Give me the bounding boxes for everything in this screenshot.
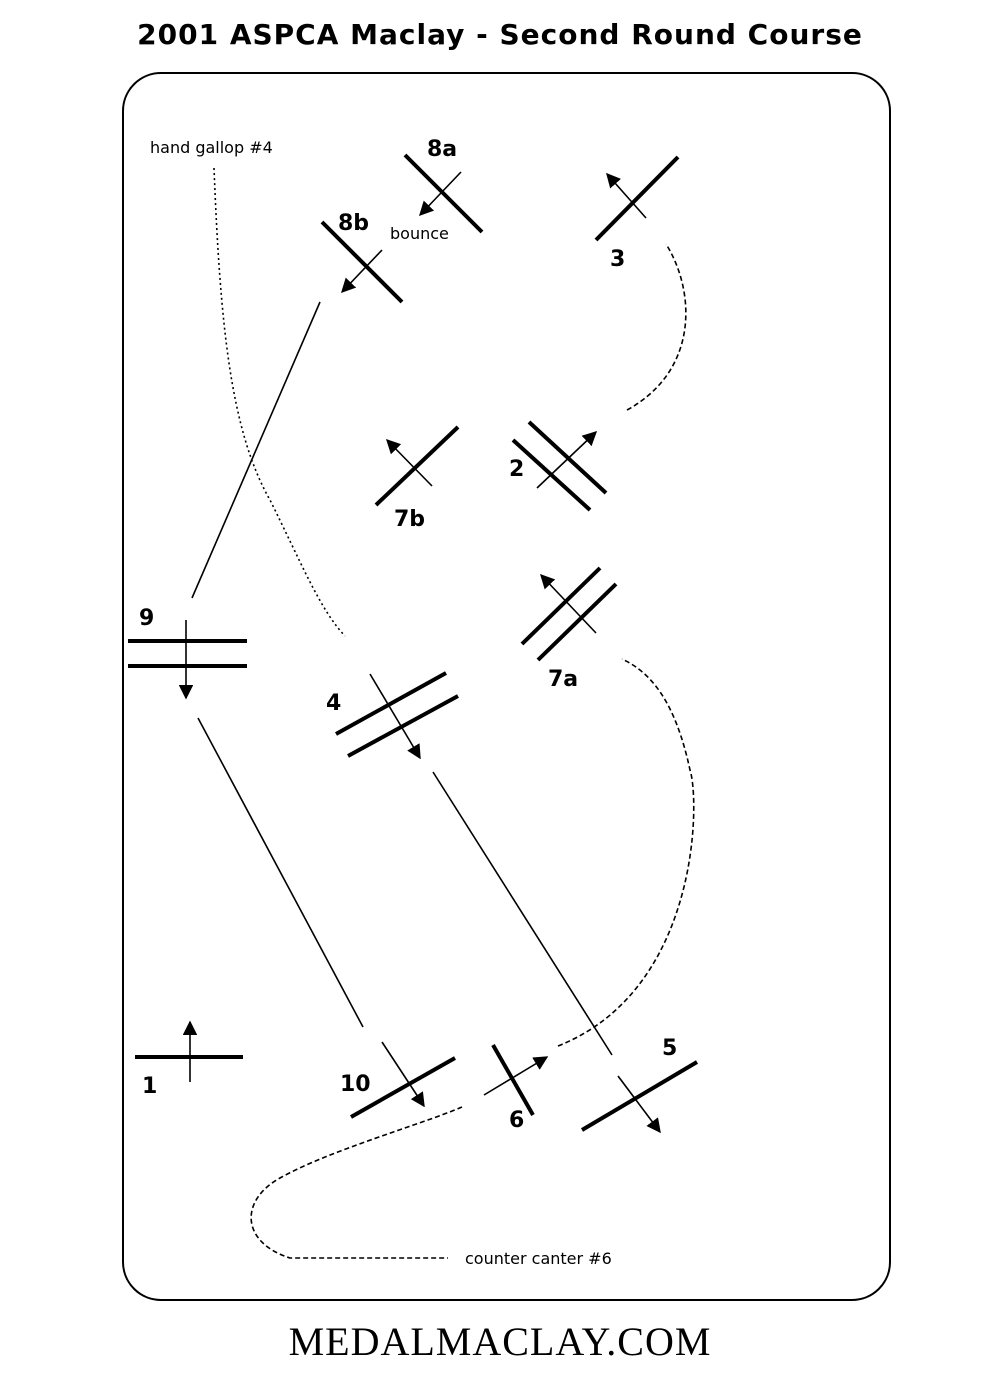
- fence-1: [135, 1020, 243, 1082]
- fence-5: [580, 1060, 699, 1134]
- note-counter-canter: counter canter #6: [465, 1249, 612, 1268]
- fence-label-3: 3: [610, 247, 625, 272]
- fence-4: [335, 671, 459, 760]
- fence-6: [483, 1044, 549, 1116]
- arena-border: [122, 72, 891, 1301]
- fence-label-7b: 7b: [394, 507, 425, 532]
- fence-3: [594, 155, 680, 242]
- fence-label-9: 9: [139, 606, 154, 631]
- track-9-to-10: [197, 717, 364, 1028]
- track-6-to-7a: [557, 658, 695, 1047]
- fence-label-4: 4: [326, 691, 341, 716]
- fence-label-7a: 7a: [548, 667, 578, 692]
- track-hand-gallop: [213, 167, 346, 637]
- track-counter-canter: [250, 1106, 463, 1259]
- fence-label-5: 5: [662, 1036, 677, 1061]
- page-title: 2001 ASPCA Maclay - Second Round Course: [137, 18, 863, 51]
- note-bounce: bounce: [390, 224, 449, 243]
- fence-8b: [320, 220, 404, 304]
- fence-9: [128, 620, 247, 700]
- fence-label-10: 10: [340, 1072, 371, 1097]
- track-4-to-5: [432, 771, 613, 1056]
- fence-label-1: 1: [142, 1074, 157, 1099]
- track-2-to-3: [626, 243, 687, 411]
- fence-8a: [403, 153, 484, 234]
- fence-2: [511, 420, 608, 512]
- fence-label-2: 2: [509, 457, 524, 482]
- track-7b-to-8b-9: [191, 301, 321, 599]
- fence-10: [350, 1041, 456, 1119]
- fence-label-8a: 8a: [427, 137, 457, 162]
- note-hand-gallop: hand gallop #4: [150, 138, 273, 157]
- fence-7a: [520, 566, 618, 662]
- fence-label-6: 6: [509, 1108, 524, 1133]
- site-footer: MEDALMACLAY.COM: [288, 1319, 712, 1364]
- fence-label-8b: 8b: [338, 211, 369, 236]
- fence-7b: [374, 425, 460, 507]
